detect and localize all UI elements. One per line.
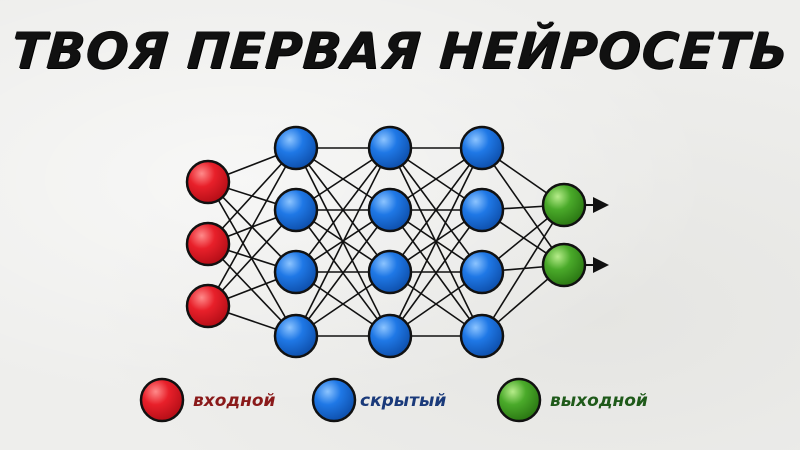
connection-edge <box>481 147 565 266</box>
legend-input-swatch <box>139 377 185 423</box>
input-neuron <box>185 159 231 205</box>
hidden-neuron <box>273 313 319 359</box>
connection-edge <box>295 147 391 337</box>
connection-edge <box>207 147 297 307</box>
legend-hidden-swatch <box>311 377 357 423</box>
output-arrows <box>585 197 609 273</box>
hidden-neuron <box>367 187 413 233</box>
connection-edge <box>389 147 483 337</box>
hidden-neuron <box>367 313 413 359</box>
legend: входной скрытый выходной <box>139 377 648 423</box>
hidden-neuron <box>459 125 505 171</box>
neurons <box>185 125 587 359</box>
hidden-neuron <box>273 249 319 295</box>
output-neuron <box>541 182 587 228</box>
hidden-neuron <box>367 125 413 171</box>
connection-edge <box>389 147 483 273</box>
legend-input-label: входной <box>193 391 276 411</box>
input-neuron <box>185 221 231 267</box>
hidden-neuron <box>459 313 505 359</box>
connections <box>207 147 565 337</box>
connection-edge <box>295 209 391 337</box>
legend-hidden-label: скрытый <box>360 391 446 411</box>
hidden-neuron <box>459 187 505 233</box>
connection-edge <box>295 147 391 273</box>
output-neuron <box>541 242 587 288</box>
input-neuron <box>185 283 231 329</box>
connection-edge <box>481 204 565 337</box>
hidden-neuron <box>273 125 319 171</box>
hidden-neuron <box>367 249 413 295</box>
hidden-neuron <box>273 187 319 233</box>
connection-edge <box>389 209 483 337</box>
legend-output-label: выходной <box>550 391 648 411</box>
hidden-neuron <box>459 249 505 295</box>
legend-output-swatch <box>496 377 542 423</box>
